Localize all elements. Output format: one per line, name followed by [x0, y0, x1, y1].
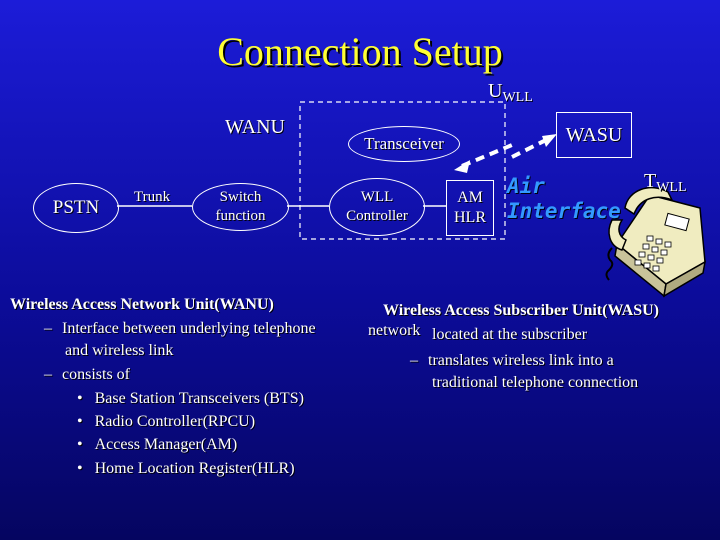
wasu-network-word: network: [368, 322, 421, 339]
wasu-dash2-line1: translates wireless link into a: [428, 352, 614, 369]
wasu-dash1-rest: located at the subscriber: [432, 326, 588, 343]
wanu-item-4: • Home Location Register(HLR): [77, 460, 295, 478]
radio-arrowhead-left: [454, 160, 470, 173]
bullet-marker: •: [77, 460, 83, 477]
interface-label: Interface: [507, 199, 621, 223]
u-wll-label: UWLL: [488, 80, 533, 106]
wasu-dash2-line2: traditional telephone connection: [432, 374, 639, 391]
wanu-item-3: • Access Manager(AM): [77, 436, 237, 454]
wanu-item-text: Base Station Transceivers (BTS): [94, 390, 304, 407]
switch-function-node: Switch function: [192, 183, 289, 231]
wll-controller-line1: WLL: [360, 189, 394, 205]
bullet-marker: •: [77, 413, 83, 430]
air-interface-label: Air Interface: [507, 174, 621, 224]
wasu-node: WASU: [556, 112, 632, 158]
t-wll-label: TWLL: [644, 170, 687, 196]
t-wll-main: T: [644, 170, 657, 192]
switch-function-line2: function: [215, 208, 266, 224]
wanu-item-1: • Base Station Transceivers (BTS): [77, 390, 304, 408]
air-label: Air: [507, 174, 545, 198]
wanu-dash-2: – consists of: [44, 366, 130, 384]
u-wll-sub: WLL: [502, 90, 533, 105]
telephone-icon: [605, 187, 707, 298]
wasu-heading: Wireless Access Subscriber Unit(WASU): [383, 302, 659, 319]
wll-controller-node: WLL Controller: [329, 178, 425, 236]
radio-link-left: [461, 143, 513, 168]
wanu-dash-1: – Interface between underlying telephone: [44, 320, 316, 338]
wanu-heading: Wireless Access Network Unit(WANU): [10, 296, 274, 313]
radio-link-right: [511, 137, 549, 159]
wanu-label: WANU: [225, 116, 285, 138]
dash-marker: –: [44, 320, 52, 337]
radio-arrowhead-right: [542, 134, 557, 147]
am-hlr-label: AM HLR: [454, 188, 486, 228]
wanu-item-2: • Radio Controller(RPCU): [77, 413, 255, 431]
wanu-item-text: Access Manager(AM): [94, 436, 238, 453]
bullet-marker: •: [77, 390, 83, 407]
transceiver-node: Transceiver: [348, 126, 460, 162]
hlr-label: HLR: [454, 209, 486, 226]
t-wll-sub: WLL: [656, 180, 687, 195]
switch-function-label: Switch function: [216, 188, 266, 226]
wasu-dash-2: – translates wireless link into a: [410, 352, 614, 370]
pstn-label: PSTN: [52, 197, 100, 218]
trunk-label: Trunk: [134, 189, 171, 205]
bullet-marker: •: [77, 436, 83, 453]
wll-controller-line2: Controller: [346, 208, 408, 224]
wanu-dash1-line2: and wireless link: [65, 342, 174, 359]
wanu-item-text: Radio Controller(RPCU): [94, 413, 256, 430]
wasu-label: WASU: [565, 123, 623, 146]
wanu-item-text: Home Location Register(HLR): [94, 460, 295, 477]
wanu-dash1-line1: Interface between underlying telephone: [62, 320, 316, 337]
u-wll-main: U: [488, 80, 503, 102]
wanu-dashed-box: [299, 101, 506, 240]
pstn-node: PSTN: [33, 183, 119, 233]
am-label: AM: [457, 189, 483, 206]
dash-marker: –: [410, 352, 418, 369]
wll-controller-label: WLL Controller: [346, 188, 408, 226]
am-hlr-node: AM HLR: [446, 180, 494, 236]
dash-marker: –: [44, 366, 52, 383]
switch-function-line1: Switch: [219, 189, 262, 205]
page-title: Connection Setup: [217, 29, 503, 74]
transceiver-label: Transceiver: [364, 134, 444, 153]
wanu-dash2-text: consists of: [62, 366, 130, 383]
